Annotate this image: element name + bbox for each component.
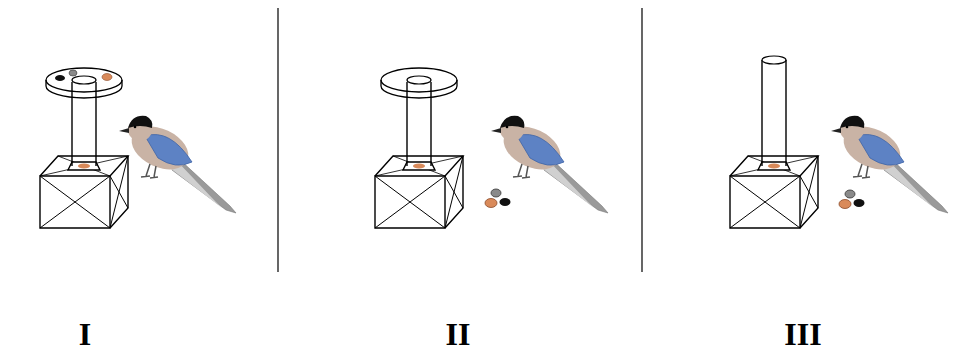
panel-number: II [446, 318, 471, 350]
apparatus [730, 56, 818, 228]
apparatus [375, 68, 463, 228]
stones [839, 190, 865, 209]
panel-number: I [79, 318, 91, 350]
magpie [491, 116, 608, 213]
stones [485, 189, 511, 208]
divider [277, 8, 278, 272]
magpie [831, 116, 948, 213]
magpie [119, 116, 236, 213]
apparatus [40, 68, 128, 228]
divider [641, 8, 642, 272]
panel-number: III [784, 318, 821, 350]
